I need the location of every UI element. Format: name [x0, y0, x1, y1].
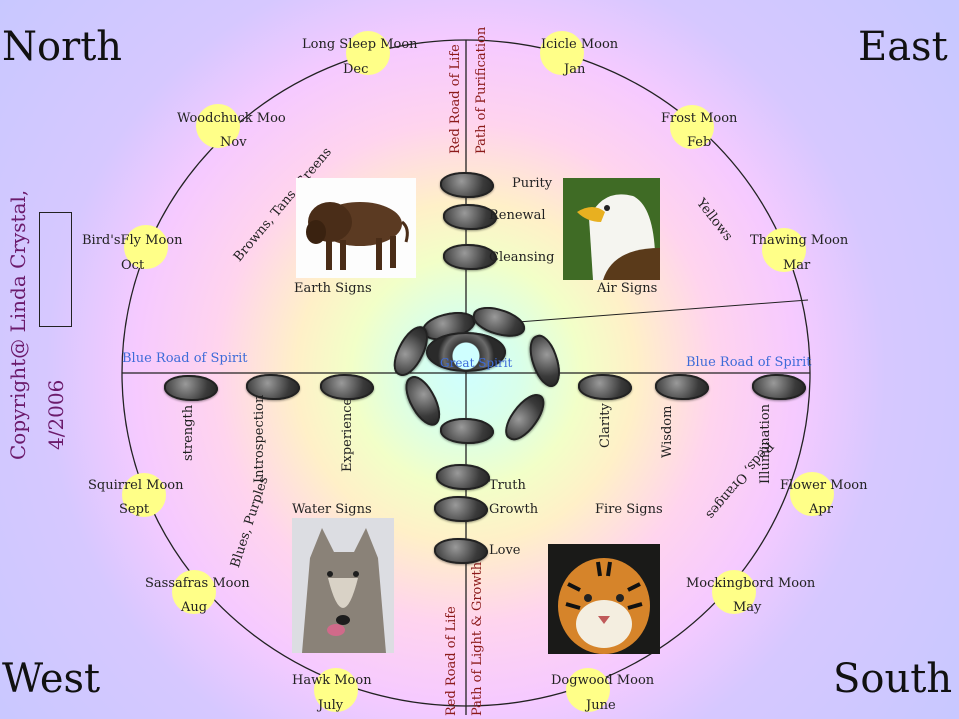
moon-name-oct: Bird'sFly Moon — [82, 233, 182, 248]
truth-label: Truth — [489, 478, 526, 493]
moon-name-sept: Squirrel Moon — [88, 478, 184, 493]
water-signs-label: Water Signs — [292, 502, 372, 517]
moon-name-aug: Sassafras Moon — [145, 576, 250, 591]
north-red-road-label: Red Road of Life — [448, 44, 463, 154]
moon-name-dec: Long Sleep Moon — [302, 37, 418, 52]
growth-label: Growth — [489, 502, 538, 517]
stone-strength — [164, 375, 218, 401]
moon-name-july: Hawk Moon — [292, 673, 372, 688]
moon-name-jan: Icicle Moon — [541, 37, 618, 52]
diagonal-line — [518, 300, 808, 322]
moon-month-july: July — [318, 698, 343, 713]
south-path-label: Path of Light & Growth — [470, 562, 485, 716]
renewal-label: Renewal — [489, 208, 546, 223]
moon-name-june: Dogwood Moon — [551, 673, 654, 688]
copyright-line2: 4/2006 — [44, 380, 68, 450]
clarity-label: Clarity — [598, 403, 613, 448]
stone-purity — [440, 172, 494, 198]
moon-month-apr: Apr — [809, 502, 833, 517]
earth-signs-label: Earth Signs — [294, 281, 372, 296]
east-label: East — [858, 24, 948, 70]
west-blue-road-label: Blue Road of Spirit — [122, 351, 247, 366]
south-label: South — [833, 656, 952, 702]
moon-name-mar: Thawing Moon — [750, 233, 848, 248]
east-blue-road-label: Blue Road of Spirit — [686, 355, 811, 370]
purity-label: Purity — [512, 176, 552, 191]
moon-month-may: May — [733, 600, 761, 615]
fire-signs-label: Fire Signs — [595, 502, 663, 517]
love-label: Love — [489, 543, 521, 558]
copyright-line1: Copyright@ Linda Crystal, — [6, 190, 30, 460]
moon-month-mar: Mar — [783, 258, 810, 273]
moon-month-feb: Feb — [687, 135, 711, 150]
stone-illumination — [752, 374, 806, 400]
center-stone-7 — [440, 418, 494, 444]
stone-clarity — [578, 374, 632, 400]
moon-month-nov: Nov — [220, 135, 247, 150]
introspection-label: Introspection — [252, 395, 267, 483]
stone-growth — [434, 496, 488, 522]
air-signs-label: Air Signs — [597, 281, 657, 296]
stone-love — [434, 538, 488, 564]
cleansing-label: Cleansing — [489, 250, 554, 265]
wolf-image — [292, 518, 394, 653]
strength-label: strength — [181, 405, 196, 461]
great-spirit-label: Great Spirit — [440, 356, 512, 370]
moon-name-nov: Woodchuck Moo — [177, 111, 286, 126]
tiger-image — [548, 544, 660, 654]
wisdom-label: Wisdom — [660, 406, 675, 458]
west-label: West — [2, 656, 100, 702]
stone-experience — [320, 374, 374, 400]
moon-month-sept: Sept — [119, 502, 149, 517]
north-label: North — [2, 24, 122, 70]
moon-name-feb: Frost Moon — [661, 111, 737, 126]
moon-month-oct: Oct — [121, 258, 144, 273]
eagle-image — [563, 178, 660, 280]
copyright-box — [39, 212, 72, 327]
experience-label: Experience — [340, 398, 355, 472]
south-red-road-label: Red Road of Life — [444, 606, 459, 716]
stone-wisdom — [655, 374, 709, 400]
moon-month-dec: Dec — [343, 62, 368, 77]
moon-month-jan: Jan — [564, 62, 585, 77]
north-path-label: Path of Purification — [474, 27, 489, 154]
buffalo-image — [296, 178, 416, 278]
stone-truth — [436, 464, 490, 490]
moon-month-aug: Aug — [181, 600, 207, 615]
moon-name-apr: Flower Moon — [780, 478, 868, 493]
illumination-label: Illumination — [758, 404, 773, 484]
moon-name-may: Mockingbord Moon — [686, 576, 815, 591]
moon-month-june: June — [586, 698, 616, 713]
